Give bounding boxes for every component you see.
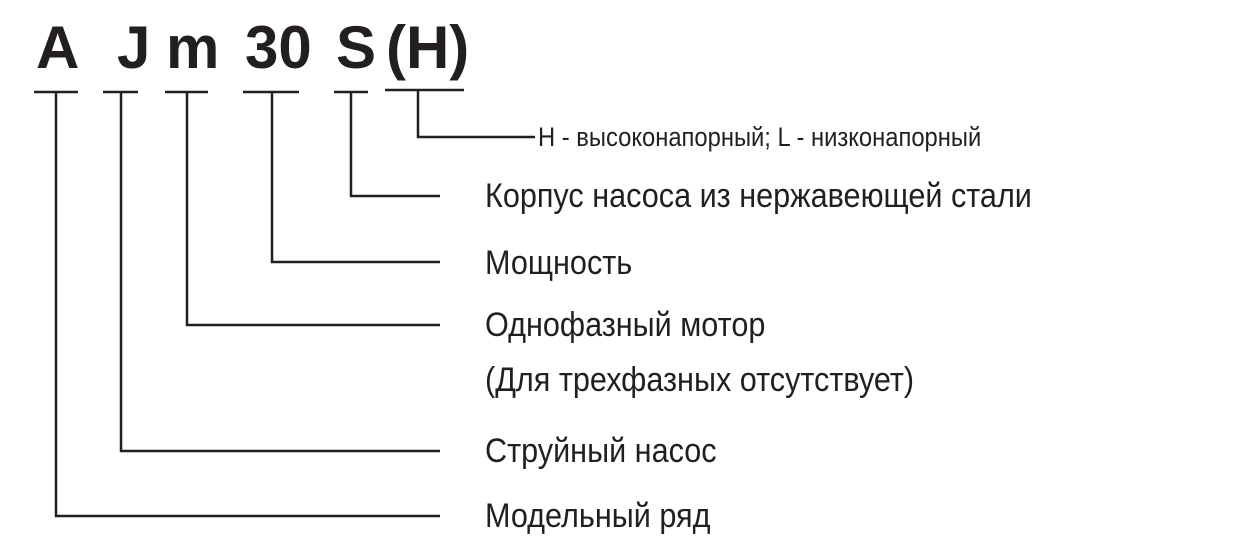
code-part-h: (H) [386,14,470,81]
code-part-m: m [166,14,220,81]
legend-jet-pump: Струйный насос [485,432,717,470]
code-part-30: 30 [245,14,312,81]
code-part-a: A [36,14,80,81]
legend-power: Мощность [485,244,633,282]
legend-three-phase-note: (Для трехфазных отсутствует) [485,361,915,399]
legend-model-series: Модельный ряд [485,497,711,535]
code-part-s: S [336,14,377,81]
legend-single-phase-motor: Однофазный мотор [485,306,766,344]
legend-pressure: H - высоконапорный; L - низконапорный [538,122,982,152]
code-part-j: J [117,14,151,81]
legend-stainless-body: Корпус насоса из нержавеющей стали [485,177,1032,215]
